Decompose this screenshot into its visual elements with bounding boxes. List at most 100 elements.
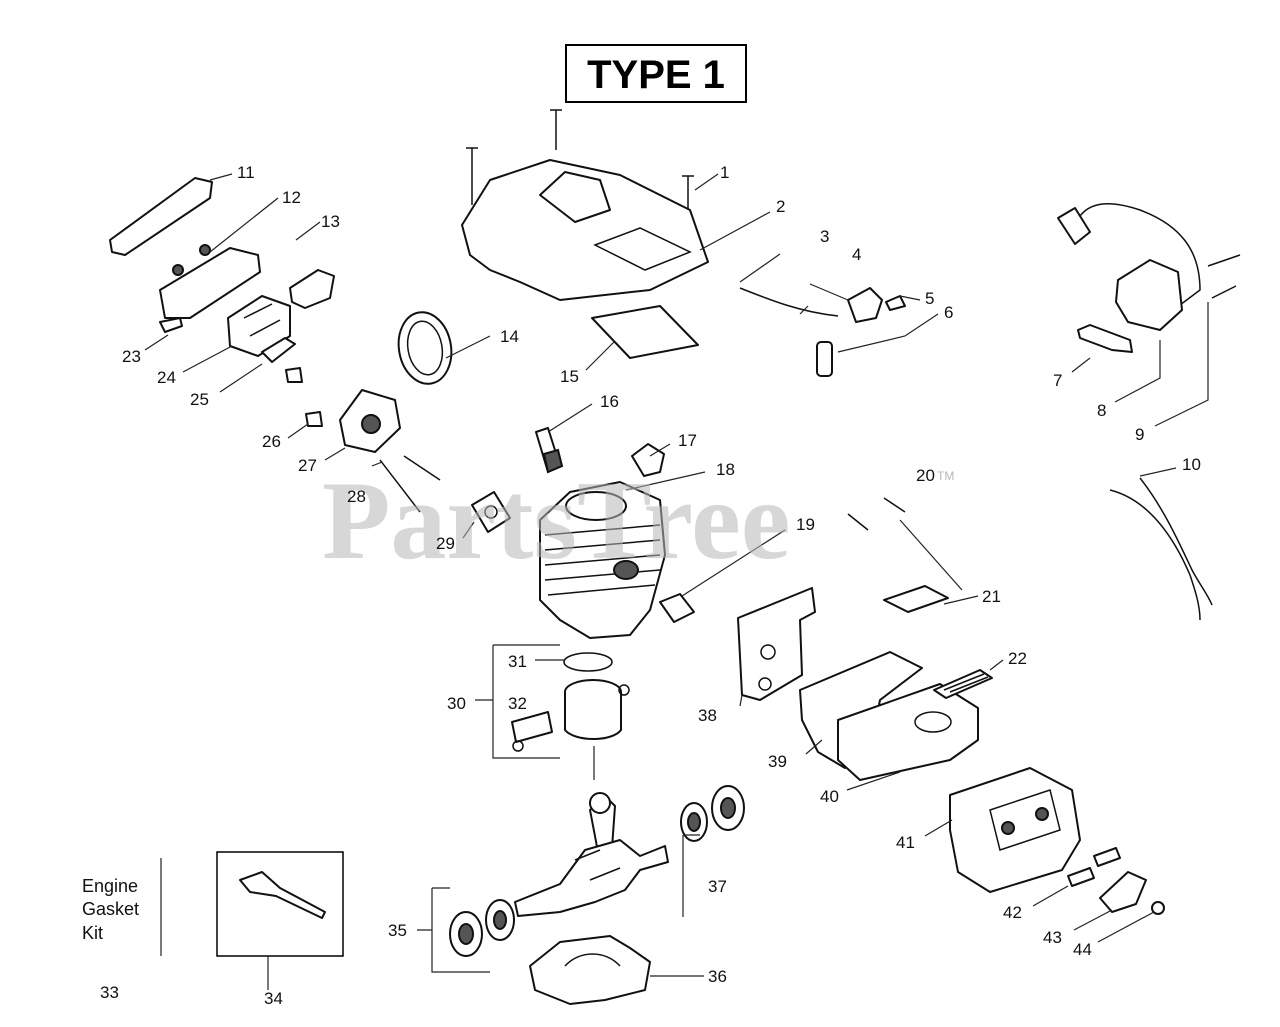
callout-8: 8: [1097, 401, 1106, 420]
part-ignition-screw-a: [1207, 254, 1241, 267]
callout-41: 41: [896, 833, 915, 852]
callout-19: 19: [796, 515, 815, 534]
callout-31: 31: [508, 652, 527, 671]
part-ignition-bracket: [1077, 324, 1133, 353]
callout-29: 29: [436, 534, 455, 553]
part-muffler-nut: [1151, 901, 1165, 915]
part-air-filter-cover: [109, 177, 213, 256]
callout-44: 44: [1073, 940, 1092, 959]
leader-lines: [144, 173, 1209, 990]
part-carburetor: [227, 295, 291, 357]
part-primer-fitting: [885, 295, 906, 311]
part-cylinder-exhaust-port: [613, 560, 639, 580]
part-top-cover: [461, 159, 709, 301]
callout-43: 43: [1043, 928, 1062, 947]
part-intake-boot: [397, 311, 453, 385]
part-muffler-screw-b: [847, 513, 869, 531]
part-top-cover-panel: [593, 227, 692, 271]
part-fuel-filter: [816, 341, 833, 377]
callout-23: 23: [122, 347, 141, 366]
callout-26: 26: [262, 432, 281, 451]
part-impulse-pin-b: [403, 455, 441, 481]
part-exhaust-gasket-plate-hole-b: [758, 677, 772, 691]
gasket-kit-box: [216, 851, 344, 957]
part-fuel-line: [739, 287, 839, 317]
part-cover-screw-b: [466, 147, 478, 205]
part-spark-boot: [1057, 207, 1091, 245]
callout-16: 16: [600, 392, 619, 411]
part-filter-nut-2: [172, 264, 184, 276]
callout-18: 18: [716, 460, 735, 479]
part-spark-screen-mesh: [943, 673, 989, 693]
part-carb-gasket: [261, 337, 296, 363]
callout-30: 30: [447, 694, 466, 713]
callout-12: 12: [282, 188, 301, 207]
part-piston-ring: [563, 652, 613, 672]
part-muffler-gasket: [883, 585, 949, 613]
part-muffler-hole-a: [1001, 821, 1015, 835]
callout-40: 40: [820, 787, 839, 806]
part-cover-screw-a: [550, 109, 562, 150]
callout-32: 32: [508, 694, 527, 713]
part-bearing-right-a-inner: [687, 812, 701, 832]
part-exhaust-gasket-plate: [737, 587, 816, 701]
callout-2: 2: [776, 197, 785, 216]
callout-4: 4: [852, 245, 861, 264]
part-intake-boot-inner: [406, 320, 444, 376]
callout-24: 24: [157, 368, 176, 387]
callout-9: 9: [1135, 425, 1144, 444]
part-spacer-bolt-a: [285, 367, 303, 383]
kit-label-line-1: Engine: [82, 876, 138, 896]
callout-1: 1: [720, 163, 729, 182]
part-wire-harness-b: [1139, 477, 1213, 606]
part-muffler-face: [989, 789, 1061, 851]
part-filter-bracket: [159, 317, 183, 333]
part-crankcase: [529, 935, 651, 1005]
part-piston-clip-b: [618, 684, 630, 696]
callout-21: 21: [982, 587, 1001, 606]
part-exhaust-gasket-port: [914, 711, 952, 733]
watermark-trademark: TM: [937, 469, 954, 483]
callout-5: 5: [925, 289, 934, 308]
callout-20: 20: [916, 466, 935, 485]
callout-36: 36: [708, 967, 727, 986]
callout-42: 42: [1003, 903, 1022, 922]
callout-25: 25: [190, 390, 209, 409]
part-muffler-hole-b: [1035, 807, 1049, 821]
part-ignition-lead: [1074, 203, 1201, 306]
callout-28: 28: [347, 487, 366, 506]
part-muffler-plate: [1099, 871, 1147, 913]
part-crankcase-cutout: [564, 953, 621, 967]
kit-label-line-3: Kit: [82, 923, 103, 943]
part-air-filter: [159, 247, 261, 319]
part-muffler: [949, 767, 1081, 893]
part-spacer-bolt-b: [305, 411, 323, 427]
part-primer: [847, 287, 883, 323]
callout-14: 14: [500, 327, 519, 346]
callout-15: 15: [560, 367, 579, 386]
callout-6: 6: [944, 303, 953, 322]
part-crankshaft: [514, 839, 669, 917]
callout-35: 35: [388, 921, 407, 940]
part-top-cover-vent: [539, 171, 611, 223]
callout-17: 17: [678, 431, 697, 450]
part-crankshaft-web: [574, 849, 621, 881]
part-decal: [591, 305, 699, 359]
part-muffler-bolt-b: [1093, 847, 1121, 867]
part-piston: [564, 692, 622, 740]
callout-34: 34: [264, 989, 283, 1008]
part-kit-tool: [239, 871, 326, 919]
kit-label-line-2: Gasket: [82, 899, 139, 919]
part-cylinder-plug: [659, 593, 695, 623]
part-muffler-screw-a: [883, 497, 906, 513]
watermark: PartsTree: [322, 459, 791, 583]
part-piston-pin: [511, 711, 553, 743]
callout-7: 7: [1053, 371, 1062, 390]
diagram-title: TYPE 1: [587, 53, 725, 97]
part-ignition-screw-b: [1211, 285, 1237, 299]
callout-27: 27: [298, 456, 317, 475]
callout-33: 33: [100, 983, 119, 1002]
part-spark-plug-hex: [542, 448, 564, 474]
part-bearing-right-b-inner: [720, 797, 736, 819]
